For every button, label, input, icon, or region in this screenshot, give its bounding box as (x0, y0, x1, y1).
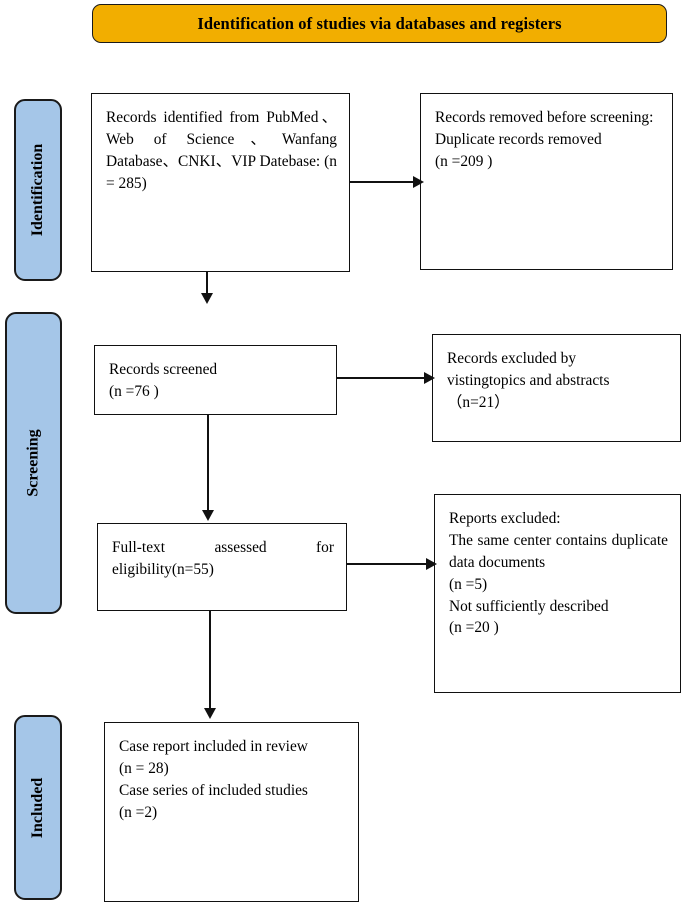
box-records-excluded-title-abstract-text: Records excluded by vistingtopics and ab… (447, 350, 610, 411)
box-reports-excluded-text: Reports excluded: The same center contai… (449, 510, 668, 637)
box-fulltext-assessed: Full-text assessed for eligibility(n=55) (97, 523, 347, 611)
arrow-shaft (206, 272, 208, 295)
stage-label-included: Included (14, 715, 62, 900)
arrow-shaft (337, 377, 426, 379)
arrow-shaft (209, 611, 211, 710)
stage-label-screening-text: Screening (24, 429, 42, 497)
box-records-identified: Records identified from PubMed、Web of Sc… (91, 93, 350, 272)
box-records-identified-text: Records identified from PubMed、Web of Sc… (106, 109, 337, 192)
stage-label-included-text: Included (29, 777, 46, 838)
arrow-head-right-icon (413, 175, 424, 188)
arrow-head-right-icon (426, 557, 437, 570)
arrow-shaft (207, 415, 209, 512)
arrow-head-down-icon (201, 510, 214, 521)
arrow-head-right-icon (424, 371, 435, 384)
box-records-excluded-title-abstract: Records excluded by vistingtopics and ab… (432, 334, 681, 442)
arrow-head-down-icon (200, 293, 213, 304)
arrow-head-down-icon (203, 708, 216, 719)
box-fulltext-assessed-text: Full-text assessed for eligibility(n=55) (112, 539, 334, 578)
arrow-shaft (347, 563, 428, 565)
stage-label-screening: Screening (5, 312, 62, 614)
stage-label-identification-text: Identification (29, 143, 47, 237)
box-studies-included: Case report included in review (n = 28) … (104, 722, 359, 902)
diagram-title-text: Identification of studies via databases … (197, 13, 562, 33)
box-records-removed-text: Records removed before screening: Duplic… (435, 109, 654, 170)
arrow-shaft (350, 181, 415, 183)
box-records-screened: Records screened (n =76 ) (94, 345, 337, 415)
stage-label-identification: Identification (14, 99, 62, 281)
box-records-removed: Records removed before screening: Duplic… (420, 93, 673, 270)
box-reports-excluded: Reports excluded: The same center contai… (434, 494, 681, 693)
box-records-screened-text: Records screened (n =76 ) (109, 361, 218, 400)
diagram-title-banner: Identification of studies via databases … (92, 4, 667, 43)
box-studies-included-text: Case report included in review (n = 28) … (119, 738, 308, 821)
